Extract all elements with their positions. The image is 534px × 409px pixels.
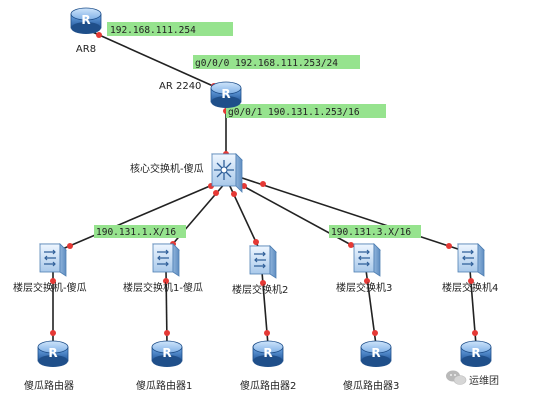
link-core-floor3 xyxy=(231,179,367,254)
floor-switch-3[interactable]: 楼层交换机3 xyxy=(336,243,392,294)
core-switch[interactable]: 核心交换机-傻瓜 xyxy=(130,153,243,193)
router-1[interactable]: 傻瓜路由器1 xyxy=(136,340,192,392)
device-label: 楼层交换机3 xyxy=(336,281,392,294)
switch-icon xyxy=(249,245,277,279)
watermark-text: 运维团 xyxy=(469,374,499,387)
port-dot xyxy=(372,330,378,336)
device-label: 傻瓜路由器3 xyxy=(343,379,399,392)
router-icon xyxy=(460,340,492,368)
ip-text: g0/0/1 190.131.1.253/16 xyxy=(228,107,360,118)
router-icon xyxy=(360,340,392,368)
port-dot xyxy=(260,280,266,286)
router-0[interactable]: 傻瓜路由器 xyxy=(24,340,74,392)
router-icon xyxy=(210,81,242,109)
wechat-icon xyxy=(446,370,467,385)
port-dot xyxy=(231,191,237,197)
port-dot xyxy=(446,243,452,249)
network-links xyxy=(52,29,477,346)
port-dot xyxy=(260,181,266,187)
ip-label-floor-net-3: 190.131.3.X/16 xyxy=(329,225,421,238)
device-label: 楼层交换机2 xyxy=(232,283,288,296)
port-dot xyxy=(364,278,370,284)
port-dot xyxy=(67,243,73,249)
router-icon xyxy=(70,7,102,35)
ip-label-ar8: 192.168.111.254 xyxy=(107,22,233,36)
port-dot xyxy=(213,190,219,196)
port-dot xyxy=(468,278,474,284)
router-icon xyxy=(252,340,284,368)
router-3[interactable]: 傻瓜路由器3 xyxy=(343,340,399,392)
ip-label-g000: g0/0/0 192.168.111.253/24 xyxy=(193,55,360,69)
port-dot xyxy=(472,330,478,336)
router-icon xyxy=(37,340,69,368)
port-dot xyxy=(241,183,247,189)
floor-switch-2[interactable]: 楼层交换机2 xyxy=(232,245,288,296)
device-label: 傻瓜路由器1 xyxy=(136,379,192,392)
port-dot xyxy=(264,330,270,336)
core-switch-icon xyxy=(211,153,243,193)
device-label: 傻瓜路由器2 xyxy=(240,379,296,392)
device-label: 楼层交换机-傻瓜 xyxy=(13,281,87,294)
device-label: 核心交换机-傻瓜 xyxy=(130,162,204,175)
port-dot xyxy=(348,242,354,248)
device-label: AR8 xyxy=(76,44,96,55)
device-label: 楼层交换机4 xyxy=(442,281,498,294)
switch-icon xyxy=(353,243,381,277)
floor-switch-0[interactable]: 楼层交换机-傻瓜 xyxy=(13,243,87,294)
router-ar2240[interactable]: AR 2240 xyxy=(159,81,242,109)
floor-switch-1[interactable]: 楼层交换机1-傻瓜 xyxy=(123,243,203,294)
ip-text: 190.131.3.X/16 xyxy=(331,227,411,238)
port-dot xyxy=(253,239,259,245)
ip-text: 190.131.1.X/16 xyxy=(96,227,176,238)
switch-icon xyxy=(152,243,180,277)
device-label: 楼层交换机1-傻瓜 xyxy=(123,281,203,294)
link-ar8-ar2240 xyxy=(87,29,223,91)
device-label: 傻瓜路由器 xyxy=(24,379,74,392)
switch-icon xyxy=(39,243,67,277)
port-dot xyxy=(164,330,170,336)
device-label: AR 2240 xyxy=(159,81,201,92)
watermark: 运维团 xyxy=(446,370,499,387)
floor-switch-4[interactable]: 楼层交换机4 xyxy=(442,243,498,294)
switch-icon xyxy=(457,243,485,277)
port-dot xyxy=(50,278,56,284)
port-dot xyxy=(50,330,56,336)
port-dot xyxy=(96,32,102,38)
router-4[interactable] xyxy=(460,340,492,368)
port-dot xyxy=(163,278,169,284)
ip-text: g0/0/0 192.168.111.253/24 xyxy=(195,58,338,69)
ip-label-g001: g0/0/1 190.131.1.253/16 xyxy=(226,104,386,118)
ip-text: 192.168.111.254 xyxy=(110,25,196,36)
ip-label-floor-net-1: 190.131.1.X/16 xyxy=(94,225,186,238)
router-ar8[interactable]: AR8 xyxy=(70,7,102,55)
router-icon xyxy=(151,340,183,368)
link-core-floor4 xyxy=(235,175,471,254)
link-core-floor0 xyxy=(52,179,225,254)
router-2[interactable]: 傻瓜路由器2 xyxy=(240,340,296,392)
